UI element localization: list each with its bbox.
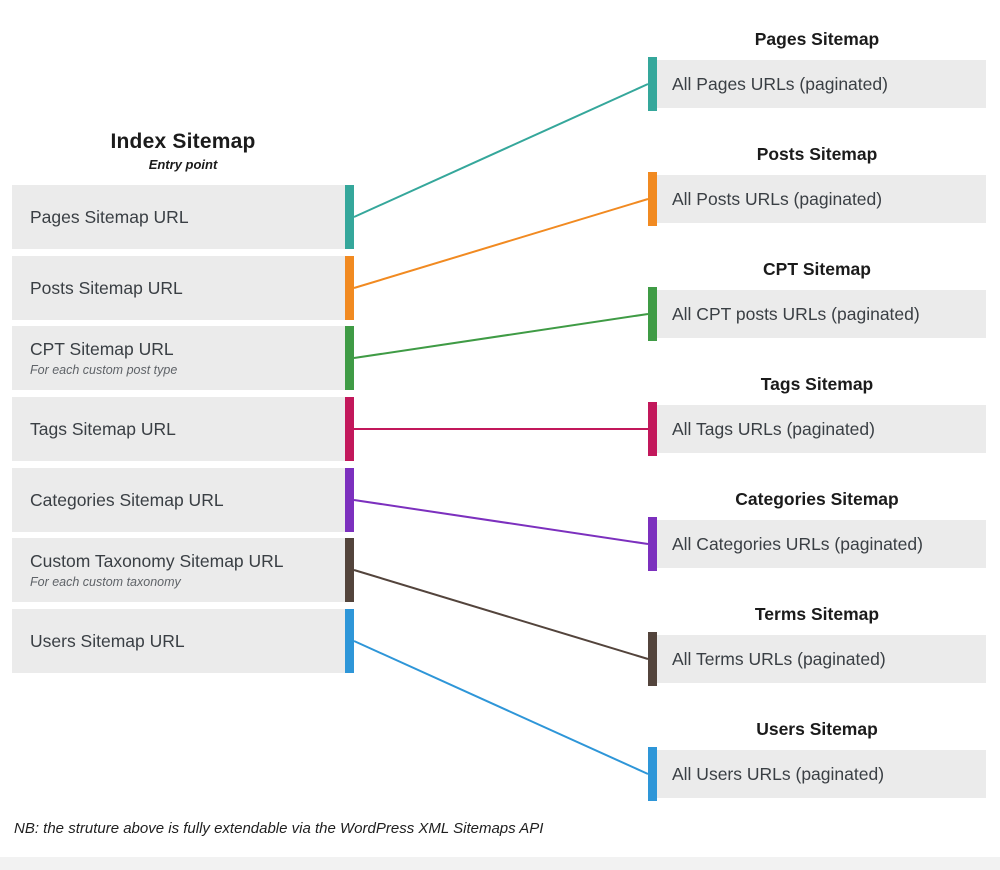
index-item-label: Posts Sitemap URL [30,277,183,298]
index-sitemap-title: Index Sitemap [110,130,256,153]
index-item-sublabel: For each custom taxonomy [30,575,181,589]
index-item-label: Categories Sitemap URL [30,489,224,510]
sitemap-box: All Posts URLs (paginated) [648,172,986,226]
sitemap-box: All CPT posts URLs (paginated) [648,287,986,341]
index-item: Custom Taxonomy Sitemap URL For each cus… [12,538,354,602]
index-item-label: Pages Sitemap URL [30,206,189,227]
color-bar [345,185,354,249]
sitemap-box-label: All Pages URLs (paginated) [672,73,888,94]
sitemap-title: Terms Sitemap [754,604,880,624]
index-item-text: Custom Taxonomy Sitemap URL For each cus… [12,538,345,602]
index-item-sublabel: For each custom post type [30,363,178,377]
sitemap-title: Categories Sitemap [735,489,899,509]
color-bar [345,256,354,320]
sitemap-box-label: All Tags URLs (paginated) [672,418,875,439]
index-item-label: CPT Sitemap URL [30,339,174,359]
index-item: CPT Sitemap URL For each custom post typ… [12,326,354,390]
color-bar [648,172,657,226]
color-bar [345,609,354,673]
sitemap-box-label: All Categories URLs (paginated) [672,533,923,554]
sitemap-box-label: All Terms URLs (paginated) [672,648,886,669]
sitemap-unit: Categories Sitemap All Categories URLs (… [648,487,986,571]
color-bar [345,397,354,461]
sitemap-unit: Users Sitemap All Users URLs (paginated) [648,717,986,801]
color-bar [648,747,657,801]
sitemap-unit: Terms Sitemap All Terms URLs (paginated) [648,602,986,686]
sitemap-box: All Tags URLs (paginated) [648,402,986,456]
index-sitemap-header: Index Sitemap Entry point [12,130,354,172]
color-bar [648,517,657,571]
color-bar [648,632,657,686]
index-item-text: Posts Sitemap URL [12,256,345,320]
index-item-text: CPT Sitemap URL For each custom post typ… [12,326,345,390]
index-item: Categories Sitemap URL [12,468,354,532]
bottom-band [0,857,1000,870]
index-item: Posts Sitemap URL [12,256,354,320]
sitemap-title: Pages Sitemap [754,29,880,49]
index-item-text: Tags Sitemap URL [12,397,345,461]
sitemap-unit: CPT Sitemap All CPT posts URLs (paginate… [648,257,986,341]
color-bar [345,538,354,602]
index-item: Pages Sitemap URL [12,185,354,249]
index-item-label: Custom Taxonomy Sitemap URL [30,551,284,571]
index-item-text: Users Sitemap URL [12,609,345,673]
index-item-label: Users Sitemap URL [30,630,185,651]
sitemap-box: All Categories URLs (paginated) [648,517,986,571]
color-bar [345,326,354,390]
sitemap-title: Posts Sitemap [756,144,878,164]
color-bar [345,468,354,532]
index-item: Tags Sitemap URL [12,397,354,461]
index-item: Users Sitemap URL [12,609,354,673]
sitemap-box: All Pages URLs (paginated) [648,57,986,111]
sitemap-box: All Terms URLs (paginated) [648,632,986,686]
sitemap-box-label: All Posts URLs (paginated) [672,188,883,209]
sitemap-unit: Posts Sitemap All Posts URLs (paginated) [648,142,986,226]
sitemap-box: All Users URLs (paginated) [648,747,986,801]
sitemap-unit: Tags Sitemap All Tags URLs (paginated) [648,372,986,456]
index-item-label: Tags Sitemap URL [30,418,176,439]
footnote: NB: the struture above is fully extendab… [14,820,544,837]
sitemap-unit: Pages Sitemap All Pages URLs (paginated) [648,27,986,111]
sitemap-box-label: All CPT posts URLs (paginated) [672,303,920,324]
sitemap-title: CPT Sitemap [763,259,871,279]
index-item-text: Categories Sitemap URL [12,468,345,532]
index-item-text: Pages Sitemap URL [12,185,345,249]
index-sitemap-subtitle: Entry point [148,157,218,172]
color-bar [648,402,657,456]
color-bar [648,287,657,341]
sitemap-box-label: All Users URLs (paginated) [672,763,885,784]
color-bar [648,57,657,111]
sitemap-title: Users Sitemap [756,719,878,739]
sitemap-title: Tags Sitemap [760,374,874,394]
